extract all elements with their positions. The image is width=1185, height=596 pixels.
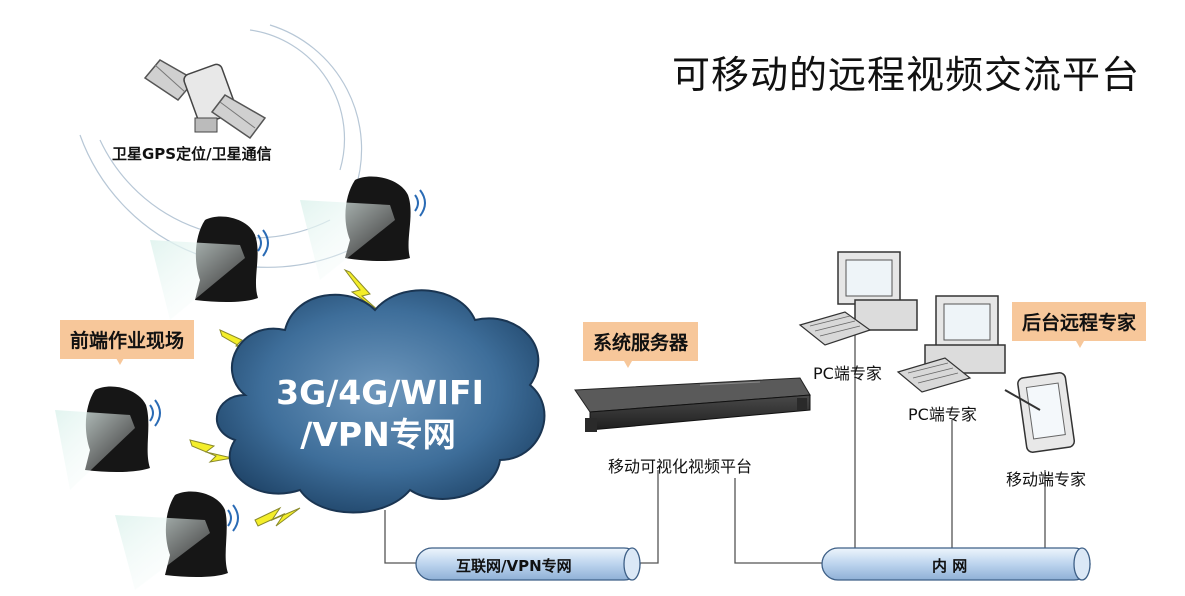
server-callout: 系统服务器 xyxy=(583,322,699,361)
field-worker-head-3 xyxy=(55,386,161,490)
pc2-label: PC端专家 xyxy=(908,405,977,424)
mobile-label: 移动端专家 xyxy=(1006,470,1087,489)
tablet-icon xyxy=(1004,372,1076,453)
pc-icon-1 xyxy=(798,251,918,346)
intranet-pipe-label: 内 网 xyxy=(932,557,968,575)
cloud-label-line1: 3G/4G/WIFI xyxy=(276,373,484,412)
intranet-pipe xyxy=(821,547,1091,581)
internet-pipe-label: 互联网/VPN专网 xyxy=(456,557,572,575)
field-worker-head-1 xyxy=(300,176,426,280)
field-worker-head-2 xyxy=(150,216,269,320)
connection-lines xyxy=(384,330,1046,564)
pc-icon-2 xyxy=(896,295,1006,393)
satellite-signal-arcs xyxy=(79,24,363,268)
server-icon xyxy=(574,377,811,432)
server-label: 移动可视化视频平台 xyxy=(608,457,753,476)
satellite-label: 卫星GPS定位/卫星通信 xyxy=(112,145,272,163)
cloud-label-line2: /VPN专网 xyxy=(300,415,456,454)
pc1-label: PC端专家 xyxy=(813,364,882,383)
network-cloud xyxy=(215,289,546,514)
field-worker-head-4 xyxy=(115,491,239,590)
satellite-icon xyxy=(143,59,267,140)
wireless-lightning-icons xyxy=(189,268,381,527)
page-title: 可移动的远程视频交流平台 xyxy=(672,53,1141,97)
front-site-callout: 前端作业现场 xyxy=(60,320,195,359)
backend-callout: 后台远程专家 xyxy=(1012,302,1147,341)
internet-pipe xyxy=(415,547,641,581)
